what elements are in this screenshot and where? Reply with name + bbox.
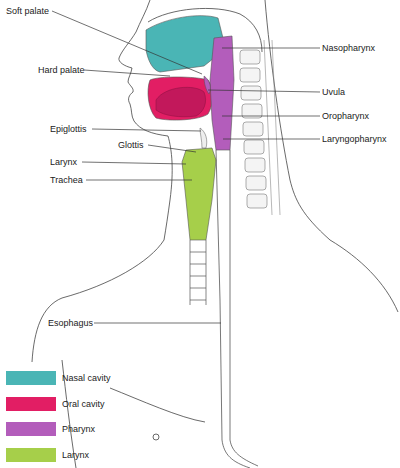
part-label: Nasopharynx [322, 43, 375, 53]
part-label: Hard palate [38, 65, 85, 75]
part-label: Larynx [50, 157, 77, 167]
oral-cavity-region [148, 77, 213, 120]
uvula-shape [204, 76, 210, 94]
trachea-tube [190, 240, 206, 305]
pharynx-region [210, 36, 234, 150]
part-label: Uvula [322, 87, 345, 97]
tongue [156, 87, 206, 116]
part-label: Esophagus [48, 318, 93, 328]
body-outline [32, 0, 398, 468]
spinal-canal [264, 40, 280, 215]
part-label: Oropharynx [322, 111, 369, 121]
legend-text: Nasal cavity [62, 371, 111, 385]
part-label: Glottis [118, 140, 144, 150]
legend-swatch [6, 397, 56, 411]
part-label: Soft palate [6, 6, 49, 16]
legend-swatch [6, 448, 56, 462]
legend-text: Oral cavity [62, 397, 105, 411]
legend-swatch [6, 371, 56, 385]
leader-lines [52, 11, 320, 323]
epiglottis-shape [200, 128, 207, 148]
esophagus-tube [216, 150, 258, 468]
legend-text: Pharynx [62, 422, 95, 436]
part-label: Trachea [50, 175, 83, 185]
vertebrae [240, 50, 267, 208]
part-label: Epiglottis [50, 124, 87, 134]
legend-swatch [6, 422, 56, 436]
legend-text: Larynx [62, 448, 89, 462]
part-label: Laryngopharynx [322, 134, 387, 144]
larynx-region [182, 148, 216, 240]
